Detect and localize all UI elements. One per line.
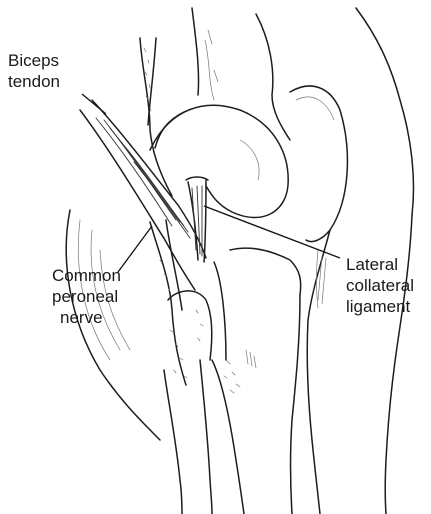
biceps-tendon-leader	[82, 94, 106, 114]
biceps-tendon-label: Biceps tendon	[8, 51, 64, 91]
lateral-collateral-ligament-drawing	[186, 177, 208, 262]
femoral-condyle	[150, 105, 288, 217]
common-peroneal-nerve-label-line-2: peroneal	[52, 287, 118, 306]
patella-outline	[290, 8, 414, 242]
lateral-collateral-ligament-label-line-1: Lateral	[346, 255, 398, 274]
biceps-tendon-drawing	[80, 38, 206, 290]
lateral-collateral-ligament-label-line-2: collateral	[346, 276, 414, 295]
common-peroneal-nerve-label-line-1: Common	[52, 266, 121, 285]
biceps-tendon-label-line-1: Biceps	[8, 51, 59, 70]
common-peroneal-nerve-label: Common peroneal nerve	[52, 266, 126, 327]
lateral-collateral-ligament-label-line-3: ligament	[346, 297, 411, 316]
biceps-tendon-label-line-2: tendon	[8, 72, 60, 91]
peroneal-nerve-drawing	[150, 220, 212, 385]
femur-outline	[192, 8, 290, 140]
common-peroneal-nerve-label-line-3: nerve	[60, 308, 103, 327]
